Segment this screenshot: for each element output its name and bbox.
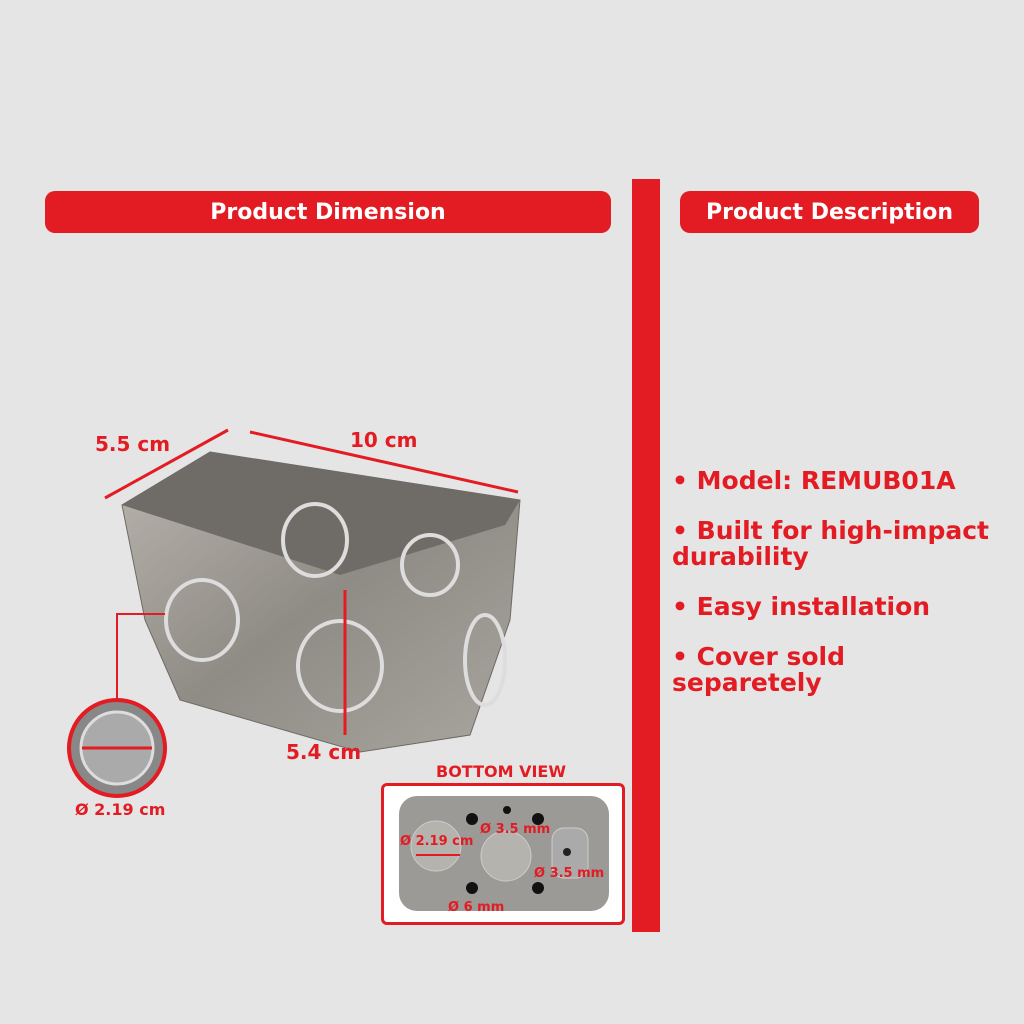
width-label: 5.5 cm	[95, 432, 171, 456]
length-arrow	[249, 430, 519, 494]
bottom-view-panel: Ø 2.19 cm Ø 3.5 mm Ø 3.5 mm Ø 6 mm	[381, 783, 625, 925]
description-item-model: • Model: REMUB01A	[672, 466, 956, 495]
junction-box-image	[67, 428, 521, 798]
description-list: • Model: REMUB01A • Built for high-impac…	[672, 468, 1002, 720]
width-arrow	[104, 428, 229, 500]
bottom-bottom-hole-label: Ø 6 mm	[448, 900, 505, 915]
description-item-durability: • Built for high-impact durability	[672, 516, 990, 571]
vertical-divider	[632, 179, 660, 932]
product-dimension-header: Product Dimension	[45, 191, 611, 233]
bottom-knockout-label: Ø 2.19 cm	[400, 834, 474, 849]
knockout-diameter-label: Ø 2.19 cm	[75, 800, 166, 819]
bottom-view-title: BOTTOM VIEW	[436, 762, 566, 781]
description-item-installation: • Easy installation	[672, 592, 931, 621]
length-label: 10 cm	[350, 428, 418, 452]
bottom-right-hole-label: Ø 3.5 mm	[534, 866, 605, 881]
product-description-header: Product Description	[680, 191, 979, 233]
description-item-cover: • Cover sold separetely	[672, 642, 846, 697]
height-label: 5.4 cm	[286, 740, 362, 764]
bottom-top-hole-label: Ø 3.5 mm	[480, 822, 551, 837]
